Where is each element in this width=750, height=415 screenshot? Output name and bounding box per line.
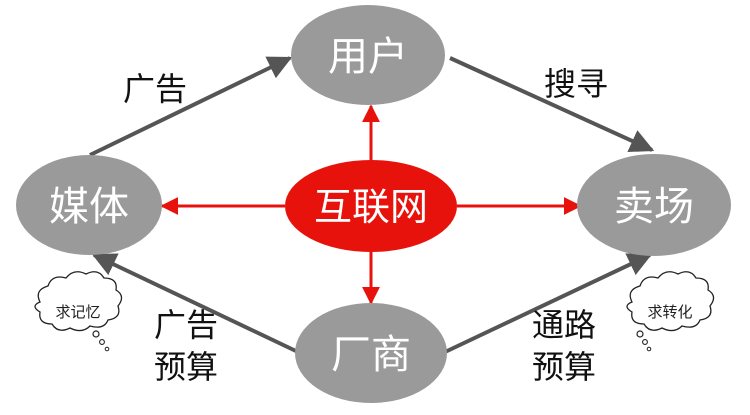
- edge-manufacturer-to-market: [444, 253, 653, 354]
- node-internet: 互联网: [285, 160, 457, 252]
- edge-label-media-to-user: 广告: [123, 70, 187, 108]
- edge-label-manufacturer-to-market-line1: 通路: [532, 306, 596, 344]
- edge-label-manufacturer-to-media-line1: 广告: [154, 306, 218, 344]
- edge-label-manufacturer-to-market-line2: 预算: [532, 348, 596, 386]
- node-media: 媒体: [16, 155, 162, 255]
- thought-bubble-left-text: 求记忆: [55, 303, 100, 321]
- node-internet-label: 互联网: [314, 185, 428, 229]
- edge-media-to-user: [89, 56, 293, 157]
- edge-user-to-market: [449, 56, 655, 152]
- edge-label-user-to-market: 搜寻: [544, 65, 608, 103]
- node-user: 用户: [291, 5, 445, 105]
- edge-label-manufacturer-to-media-line2: 预算: [154, 348, 218, 386]
- node-manufacturer: 厂商: [295, 303, 447, 403]
- thought-bubble-right-text: 求转化: [647, 303, 692, 321]
- node-user-label: 用户: [328, 34, 408, 80]
- node-manufacturer-label: 厂商: [331, 332, 411, 378]
- node-market: 卖场: [577, 154, 731, 256]
- node-media-label: 媒体: [49, 184, 129, 230]
- thought-bubble-right: 求转化: [626, 271, 715, 352]
- thought-bubble-left: 求记忆: [34, 271, 123, 352]
- edge-manufacturer-to-media: [91, 253, 299, 354]
- node-market-label: 卖场: [614, 184, 694, 230]
